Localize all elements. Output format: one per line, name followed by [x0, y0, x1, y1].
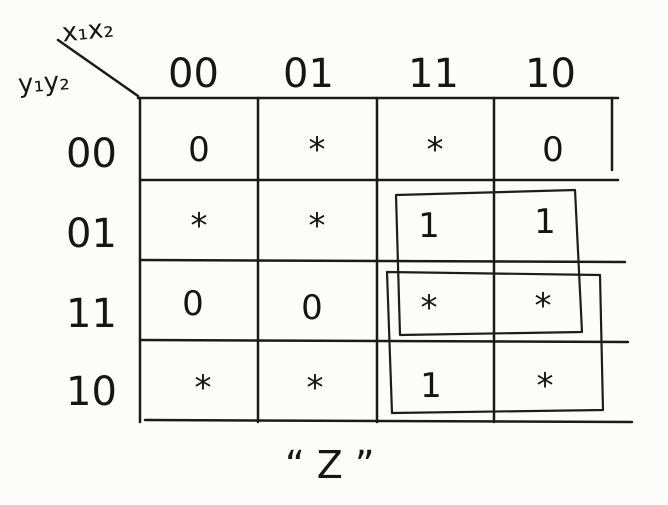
cell-r11-c10: * [534, 286, 552, 326]
grid-row-line-3 [138, 338, 630, 344]
row-header-11: 11 [66, 291, 117, 337]
cell-r10-c00: * [194, 368, 212, 408]
grid-row-line-2 [138, 258, 627, 264]
map-caption: “ Z ” [285, 443, 375, 487]
cell-r10-c10: * [536, 366, 554, 406]
grid-bottom-line [143, 418, 634, 424]
cell-r01-c10: 1 [534, 202, 556, 242]
cell-r01-c00: * [190, 206, 208, 246]
cell-r00-c00: 0 [188, 130, 210, 170]
cell-r11-c00: 0 [182, 284, 204, 324]
cell-r01-c01: * [308, 206, 326, 246]
cell-r10-c11: 1 [420, 366, 442, 406]
column-header-01: 01 [283, 51, 334, 97]
column-header-00: 00 [168, 51, 219, 97]
corner-diagonal [56, 38, 140, 98]
cell-r11-c11: * [420, 288, 438, 328]
row-header-10: 10 [66, 369, 117, 415]
cell-r00-c01: * [308, 130, 326, 170]
column-header-11: 11 [408, 51, 459, 97]
row-header-01: 01 [66, 211, 117, 257]
cell-r11-c01: 0 [301, 288, 323, 328]
cell-r10-c01: * [306, 368, 324, 408]
group-loop-lower [385, 270, 605, 415]
cell-r00-c10: 0 [542, 130, 564, 170]
row-header-00: 00 [66, 131, 117, 177]
cell-r00-c11: * [426, 130, 444, 170]
cell-r01-c11: 1 [418, 206, 440, 246]
row-variables-label: y₁y₂ [17, 66, 71, 100]
group-loop-upper [394, 188, 584, 337]
column-variables-label: x₁x₂ [60, 13, 116, 49]
column-header-10: 10 [525, 51, 576, 97]
